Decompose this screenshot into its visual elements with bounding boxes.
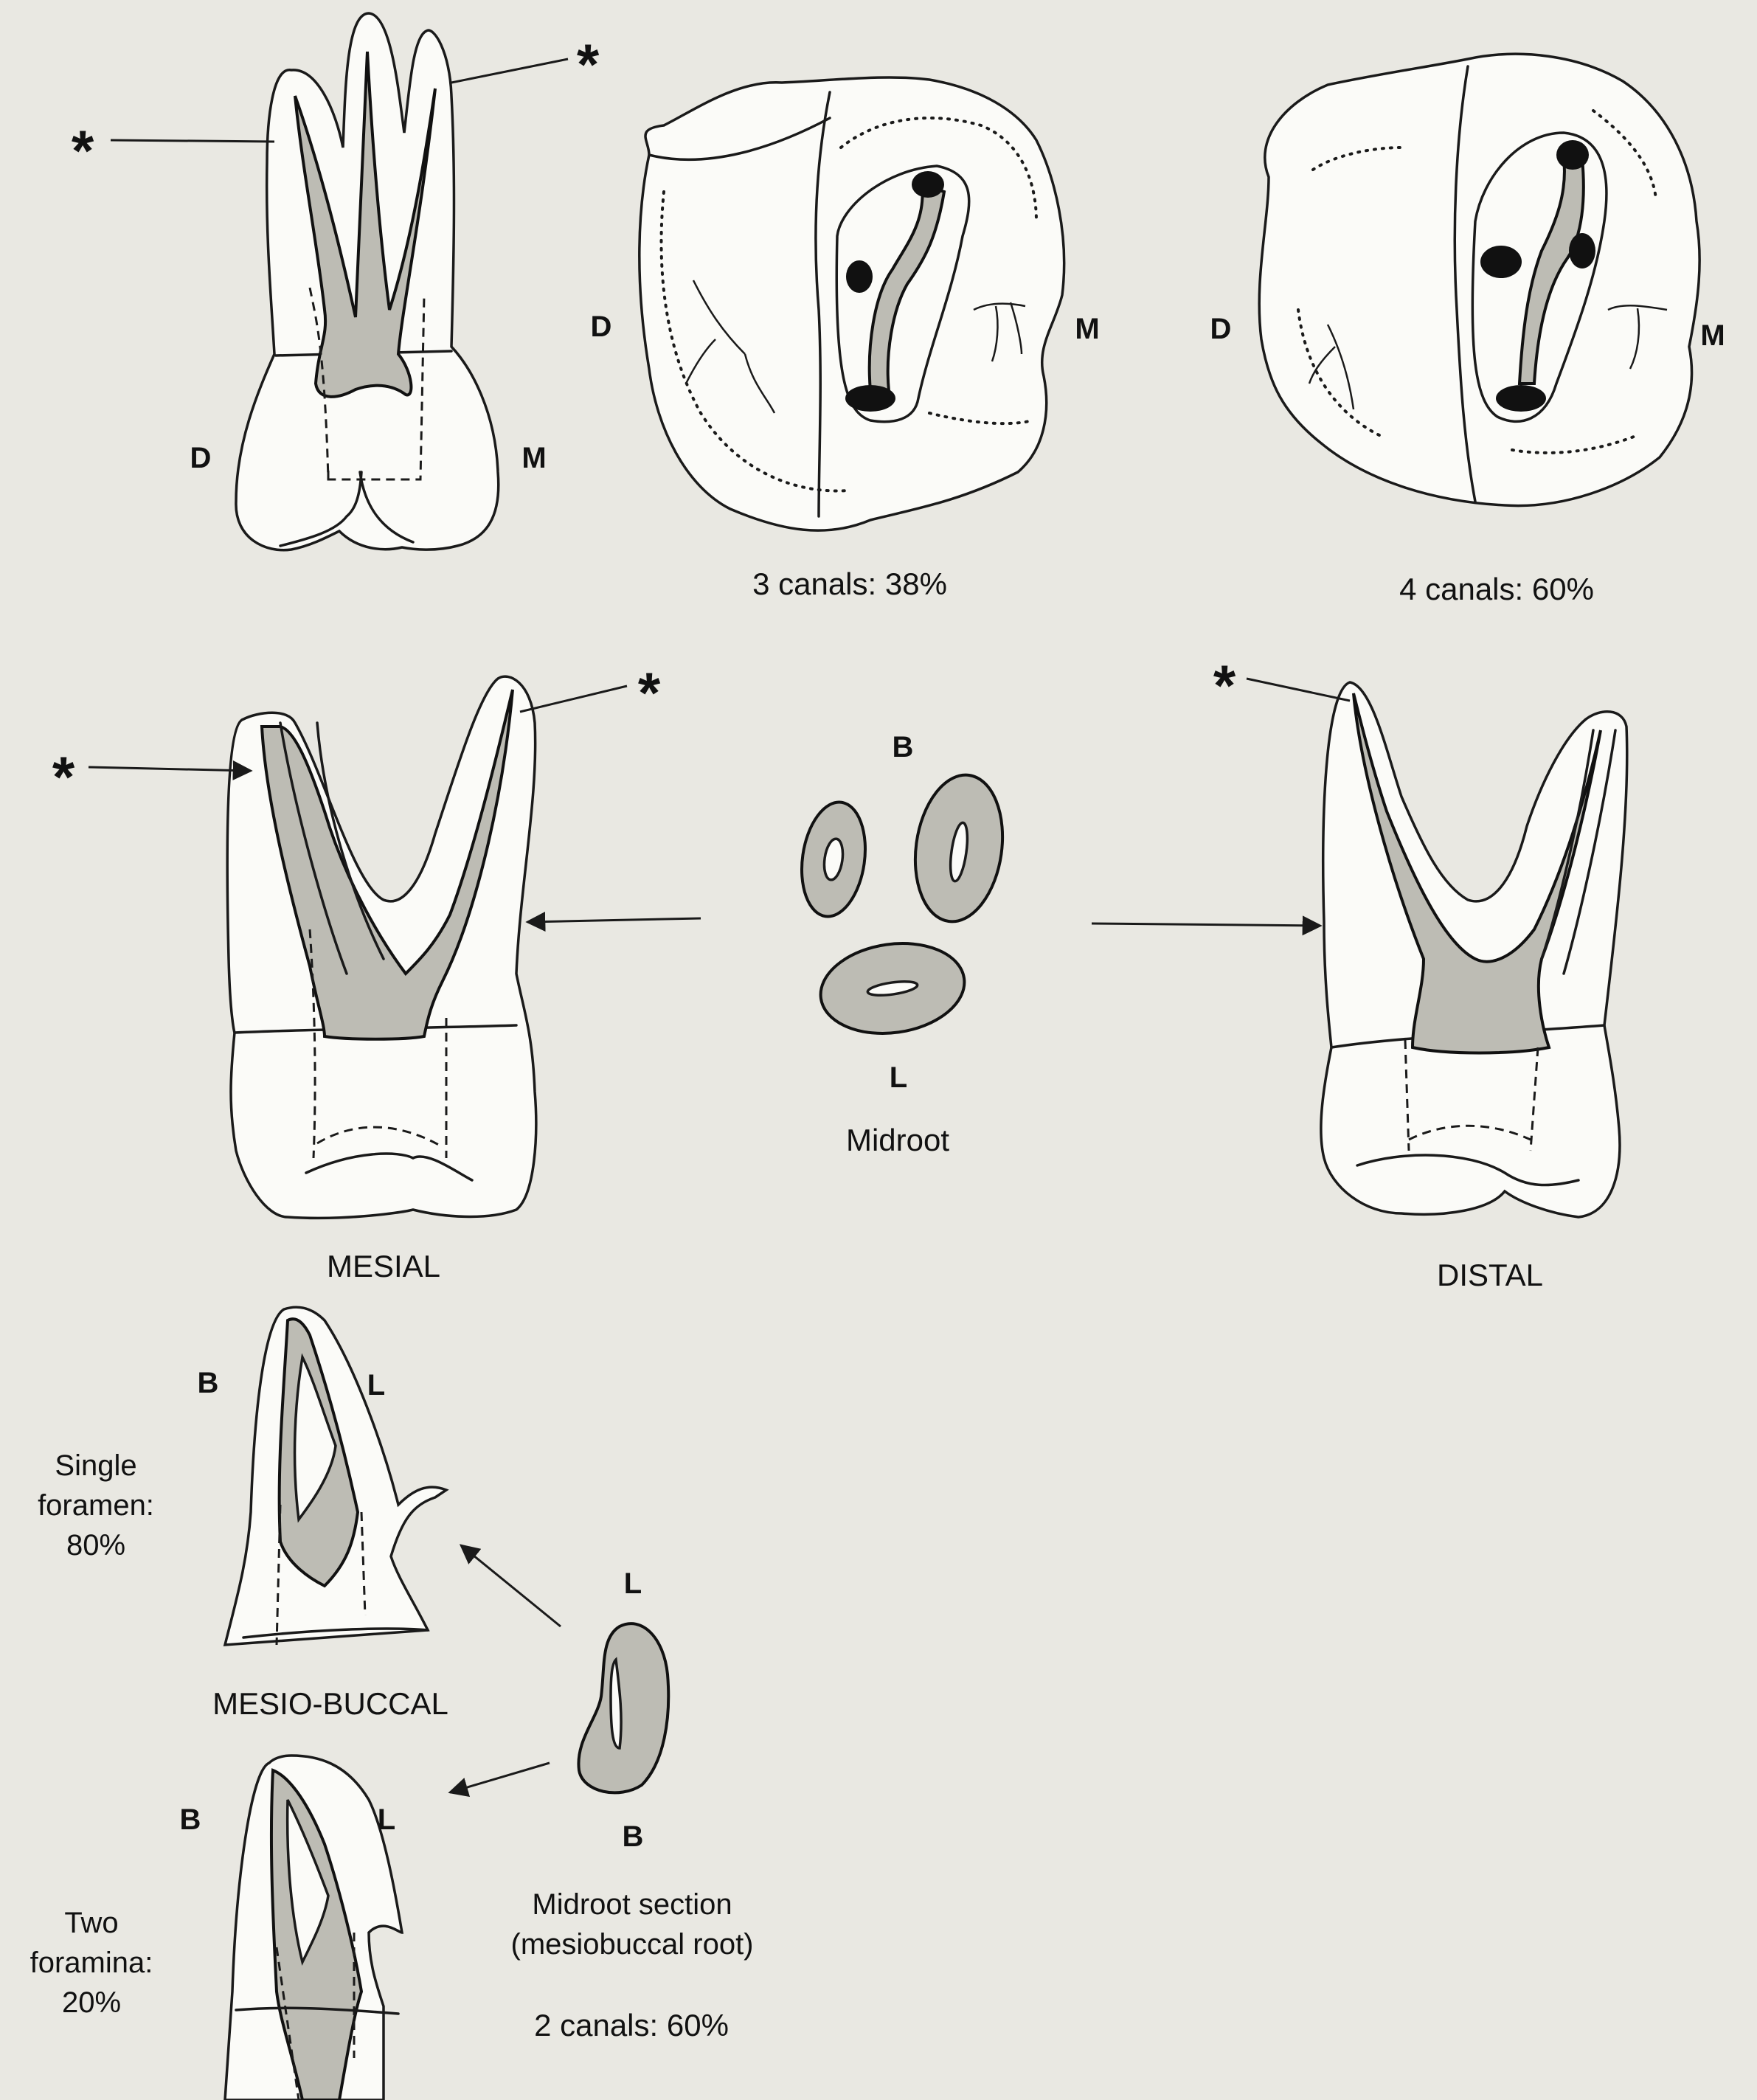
- asterisk-marker-3: *: [52, 748, 74, 805]
- two-canals-caption: 2 canals: 60%: [534, 2008, 729, 2043]
- distal-view-tooth: [1321, 682, 1627, 1217]
- occlusal-view-four-canals: [1259, 54, 1699, 505]
- mesiobuccal-view-caption: MESIO-BUCCAL: [212, 1686, 448, 1722]
- midroot-section: [795, 769, 1012, 1042]
- mesial-label-four-canals: M: [1700, 319, 1725, 353]
- distal-label-three-canals: D: [591, 310, 612, 344]
- mesial-view-caption: MESIAL: [327, 1249, 440, 1284]
- buccal-view-tooth: [236, 13, 499, 550]
- lingual-label-root-section: L: [624, 1567, 642, 1601]
- mesial-label-three-canals: M: [1075, 312, 1099, 346]
- asterisk-marker-2: *: [577, 35, 599, 93]
- mesiobuccal-two-foramina-root: [225, 1756, 402, 2100]
- lingual-label-two-foramina: L: [378, 1803, 395, 1837]
- mesial-view-tooth: [227, 676, 536, 1218]
- midroot-caption: Midroot: [846, 1123, 949, 1158]
- buccal-label-root-section: B: [623, 1820, 644, 1854]
- occlusal-view-three-canals: [640, 77, 1064, 530]
- buccal-label-two-foramina: B: [180, 1803, 201, 1837]
- asterisk-marker-5: *: [1213, 656, 1236, 714]
- distal-label-buccal-view: D: [190, 441, 212, 475]
- two-foramina-caption: Two foramina: 20%: [30, 1903, 153, 2023]
- buccal-label-midroot: B: [893, 730, 914, 764]
- three-canals-caption: 3 canals: 38%: [752, 566, 947, 602]
- lingual-label-single-foramen: L: [367, 1368, 385, 1402]
- mesiobuccal-root-section: [578, 1623, 668, 1792]
- lingual-label-midroot: L: [890, 1061, 907, 1095]
- asterisk-marker-1: *: [72, 122, 94, 179]
- mesial-label-buccal-view: M: [521, 441, 546, 475]
- midroot-section-caption: Midroot section (mesiobuccal root): [510, 1885, 753, 1964]
- four-canals-caption: 4 canals: 60%: [1399, 572, 1594, 607]
- distal-view-caption: DISTAL: [1437, 1258, 1543, 1293]
- asterisk-marker-4: *: [638, 664, 660, 721]
- single-foramen-caption: Single foramen: 80%: [38, 1446, 154, 1565]
- mesiobuccal-single-foramen-root: [225, 1307, 446, 1645]
- buccal-label-single-foramen: B: [198, 1366, 219, 1400]
- distal-label-four-canals: D: [1210, 312, 1232, 346]
